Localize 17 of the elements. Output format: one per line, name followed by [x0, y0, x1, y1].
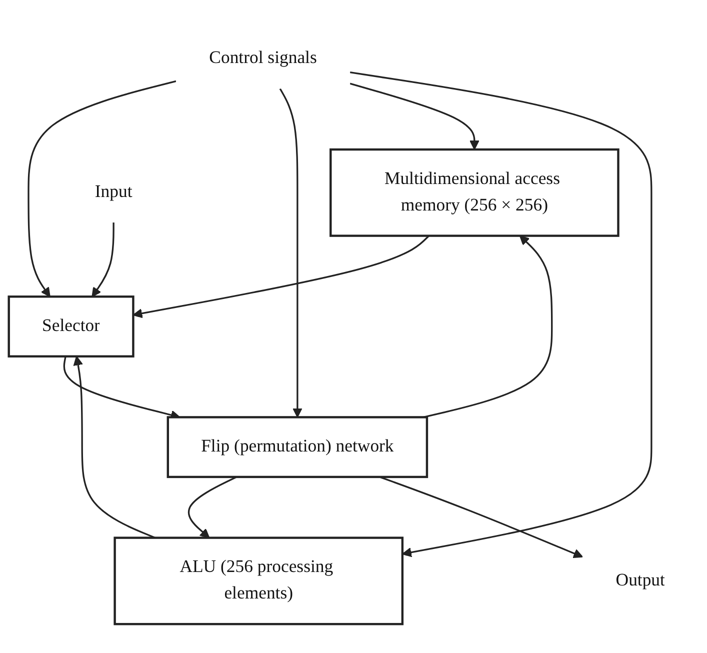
arrow: [188, 476, 237, 538]
node-box: Multidimensional access memory (256 × 256): [330, 148, 620, 237]
arrow: [279, 88, 302, 418]
node-box: Flip (permutation) network: [166, 416, 428, 478]
node-box: ALU (256 processing elements): [114, 536, 404, 626]
arrow: [423, 235, 553, 418]
arrow: [28, 80, 176, 298]
arrow: [379, 476, 584, 558]
arrow: [350, 71, 652, 558]
arrow: [350, 82, 480, 150]
node-text: Control signals: [209, 48, 317, 68]
arrow: [132, 235, 430, 318]
node-text: Input: [94, 182, 132, 202]
arrow: [73, 356, 156, 539]
arrow: [92, 222, 114, 298]
node-text: Output: [616, 570, 665, 590]
node-box: Selector: [8, 296, 134, 358]
